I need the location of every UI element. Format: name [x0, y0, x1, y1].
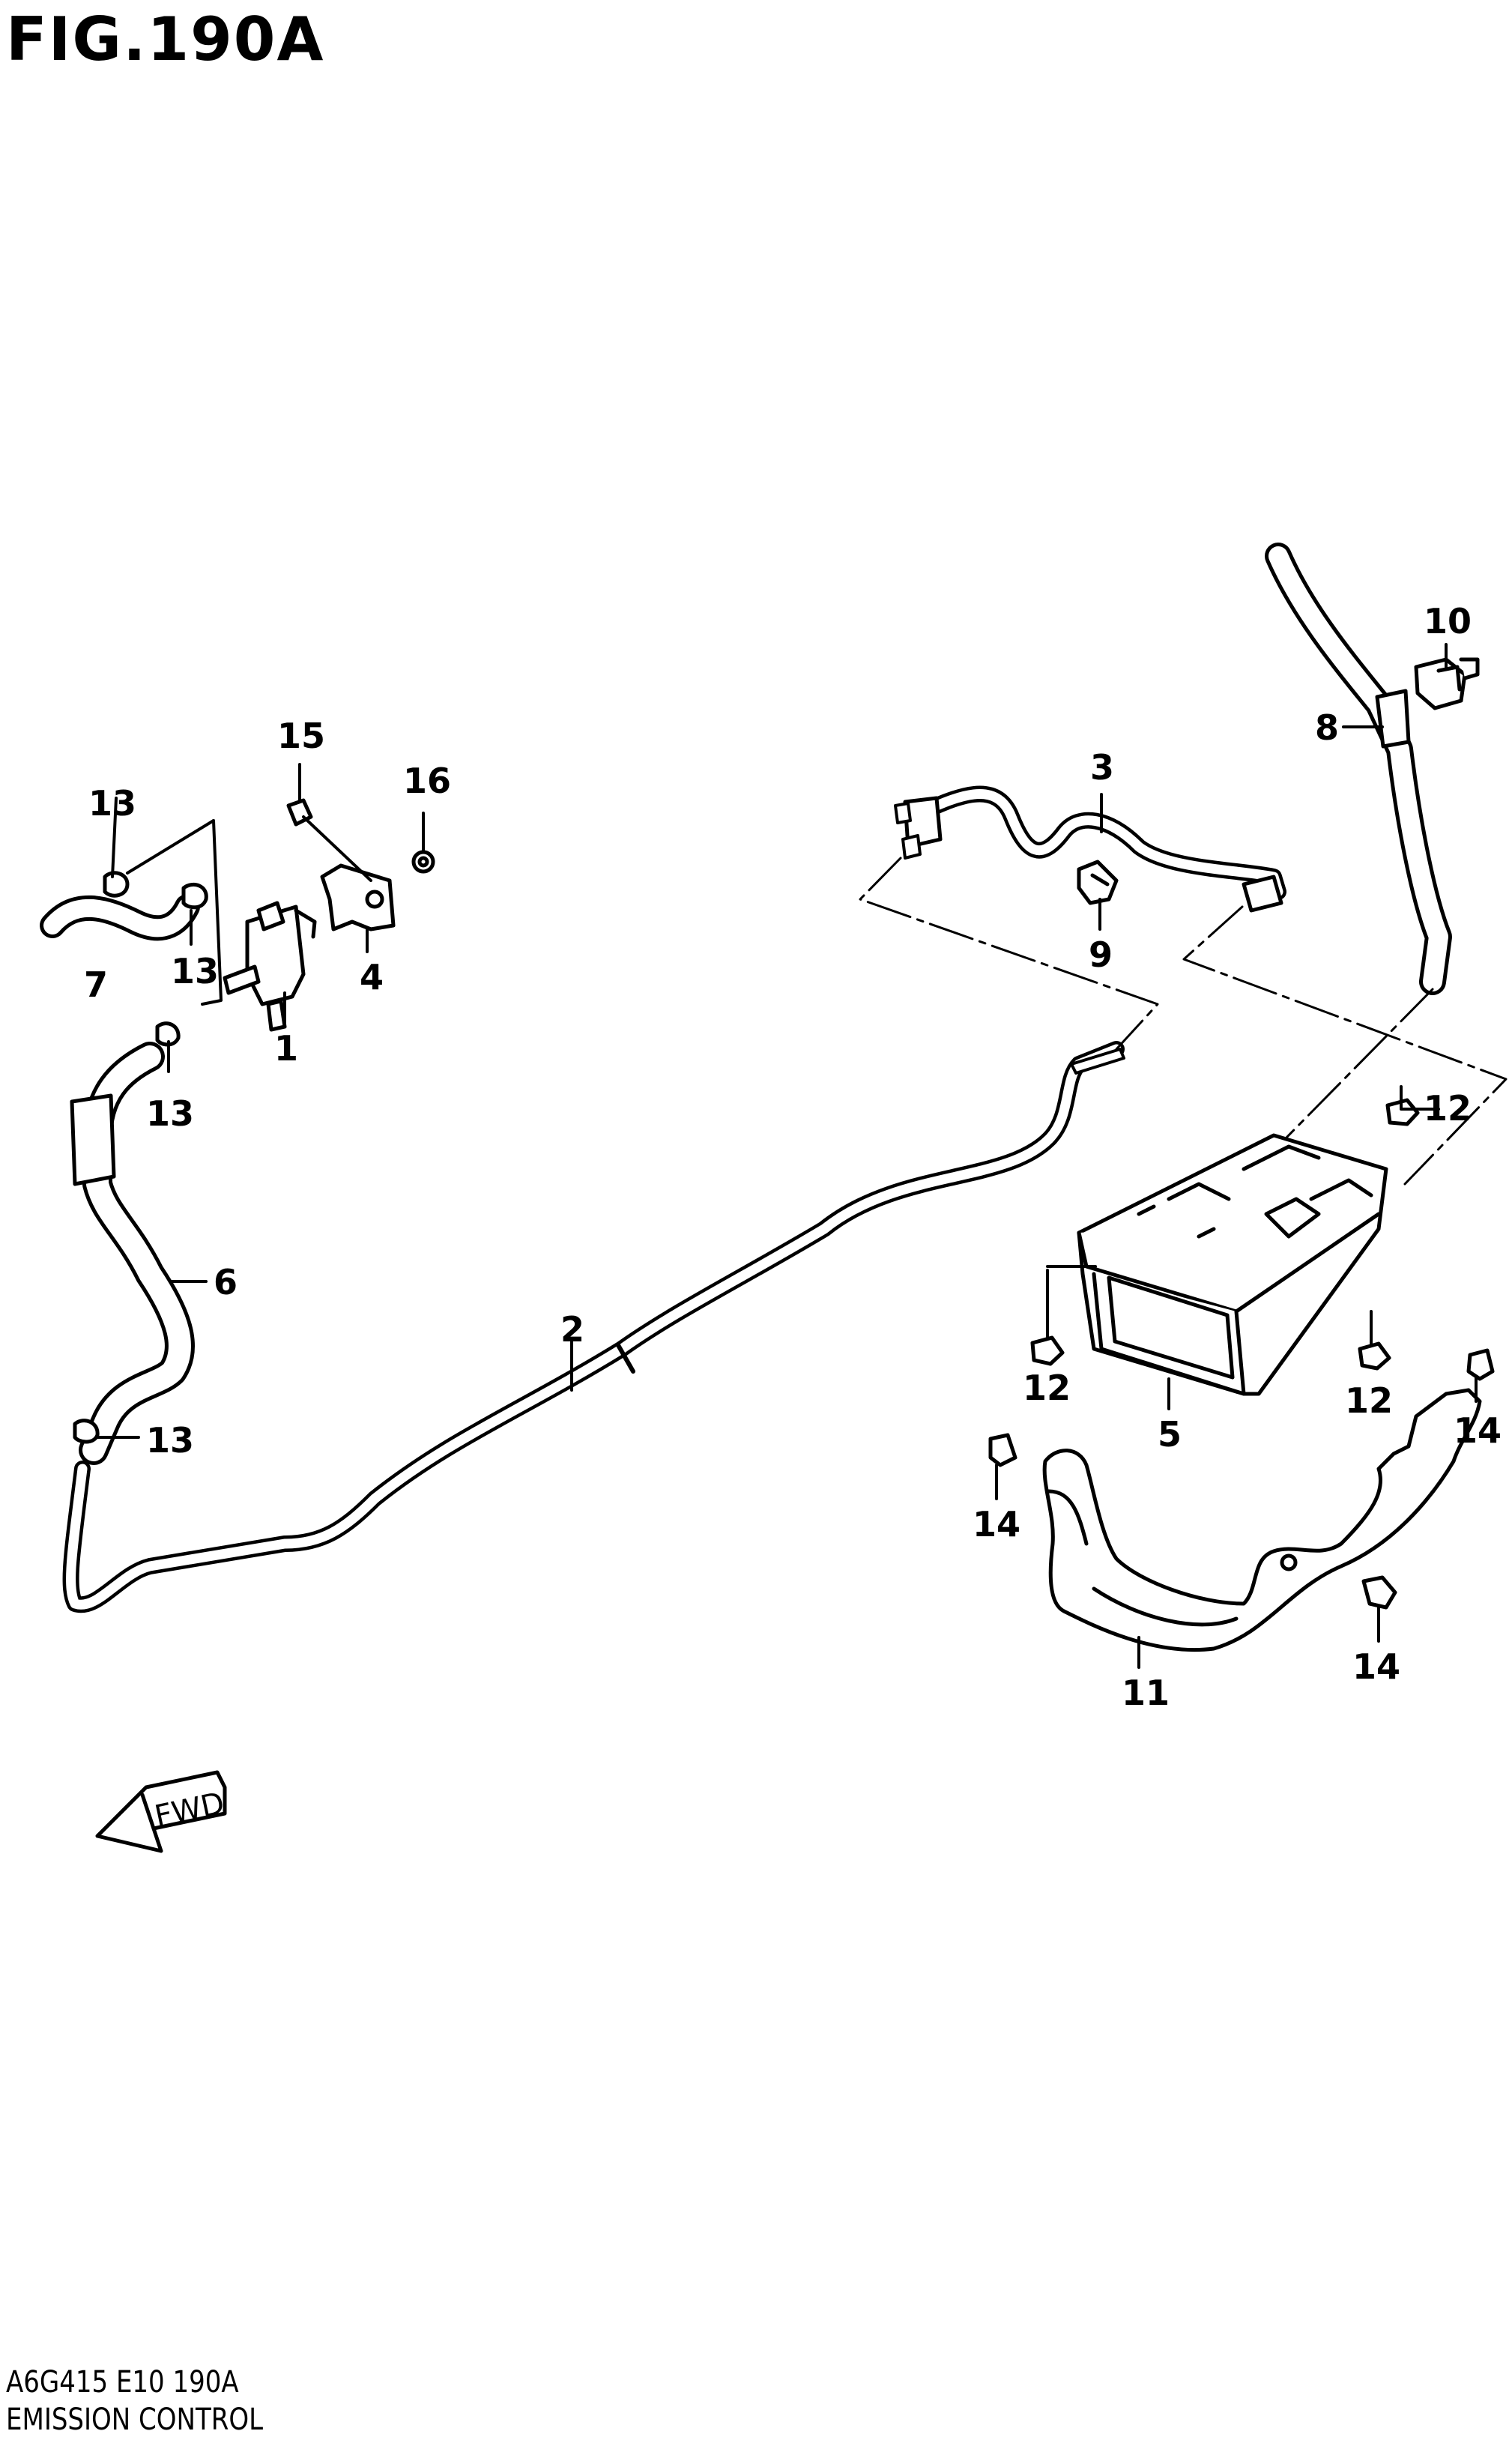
valve-1 [223, 901, 317, 1032]
clamp-9 [1077, 860, 1119, 905]
callout-5: 5 [1158, 1414, 1182, 1455]
callout-2: 2 [560, 1309, 584, 1350]
callout-14-right: 14 [1454, 1410, 1502, 1451]
canister-5 [1077, 1133, 1388, 1396]
callout-9: 9 [1089, 934, 1113, 975]
callout-labels: 1 2 3 4 5 6 7 8 9 10 11 12 12 12 13 13 1… [84, 601, 1502, 1713]
callout-13-low: 13 [146, 1093, 194, 1134]
leader-lines [96, 643, 1478, 1669]
callout-14-bottom: 14 [1352, 1646, 1400, 1687]
callout-14-left: 14 [973, 1504, 1020, 1544]
callout-3: 3 [1090, 747, 1114, 788]
hose-8 [1265, 543, 1452, 995]
hose-6 [70, 1042, 195, 1465]
tube-2 [62, 1041, 1125, 1613]
callout-6: 6 [214, 1262, 238, 1302]
callout-13-mid: 13 [171, 951, 219, 991]
clamps-13 [73, 871, 208, 1444]
callout-13-bottom: 13 [146, 1420, 194, 1461]
callout-12-top: 12 [1424, 1088, 1472, 1129]
footer: A6G415 E10 190A EMISSION CONTROL [6, 2364, 263, 2439]
callout-12-right: 12 [1345, 1380, 1393, 1421]
callout-16: 16 [403, 761, 451, 801]
tube-3 [894, 785, 1286, 913]
fwd-arrow [95, 1770, 227, 1853]
footer-code: A6G415 E10 190A [6, 2365, 239, 2400]
clip-10 [1414, 657, 1480, 710]
callout-13-top: 13 [88, 783, 136, 824]
callout-1: 1 [274, 1028, 298, 1069]
cover-11 [1042, 1388, 1482, 1652]
callout-4: 4 [360, 957, 384, 997]
figure-title: FIG.190A [6, 4, 325, 74]
grommets-12 [1030, 1098, 1420, 1371]
callout-12-left: 12 [1023, 1368, 1071, 1408]
bracket-4 [320, 863, 396, 931]
callout-10: 10 [1424, 601, 1472, 641]
callout-8: 8 [1315, 707, 1339, 748]
hose-7 [40, 894, 200, 941]
bolt-15 [286, 798, 372, 882]
callout-7: 7 [84, 964, 108, 1005]
phantom-lines [859, 857, 1508, 1186]
nut-16 [411, 850, 435, 874]
callout-11: 11 [1122, 1673, 1170, 1713]
footer-name: EMISSION CONTROL [6, 2403, 264, 2437]
callout-15: 15 [277, 716, 325, 756]
clips-14 [988, 1348, 1495, 1610]
